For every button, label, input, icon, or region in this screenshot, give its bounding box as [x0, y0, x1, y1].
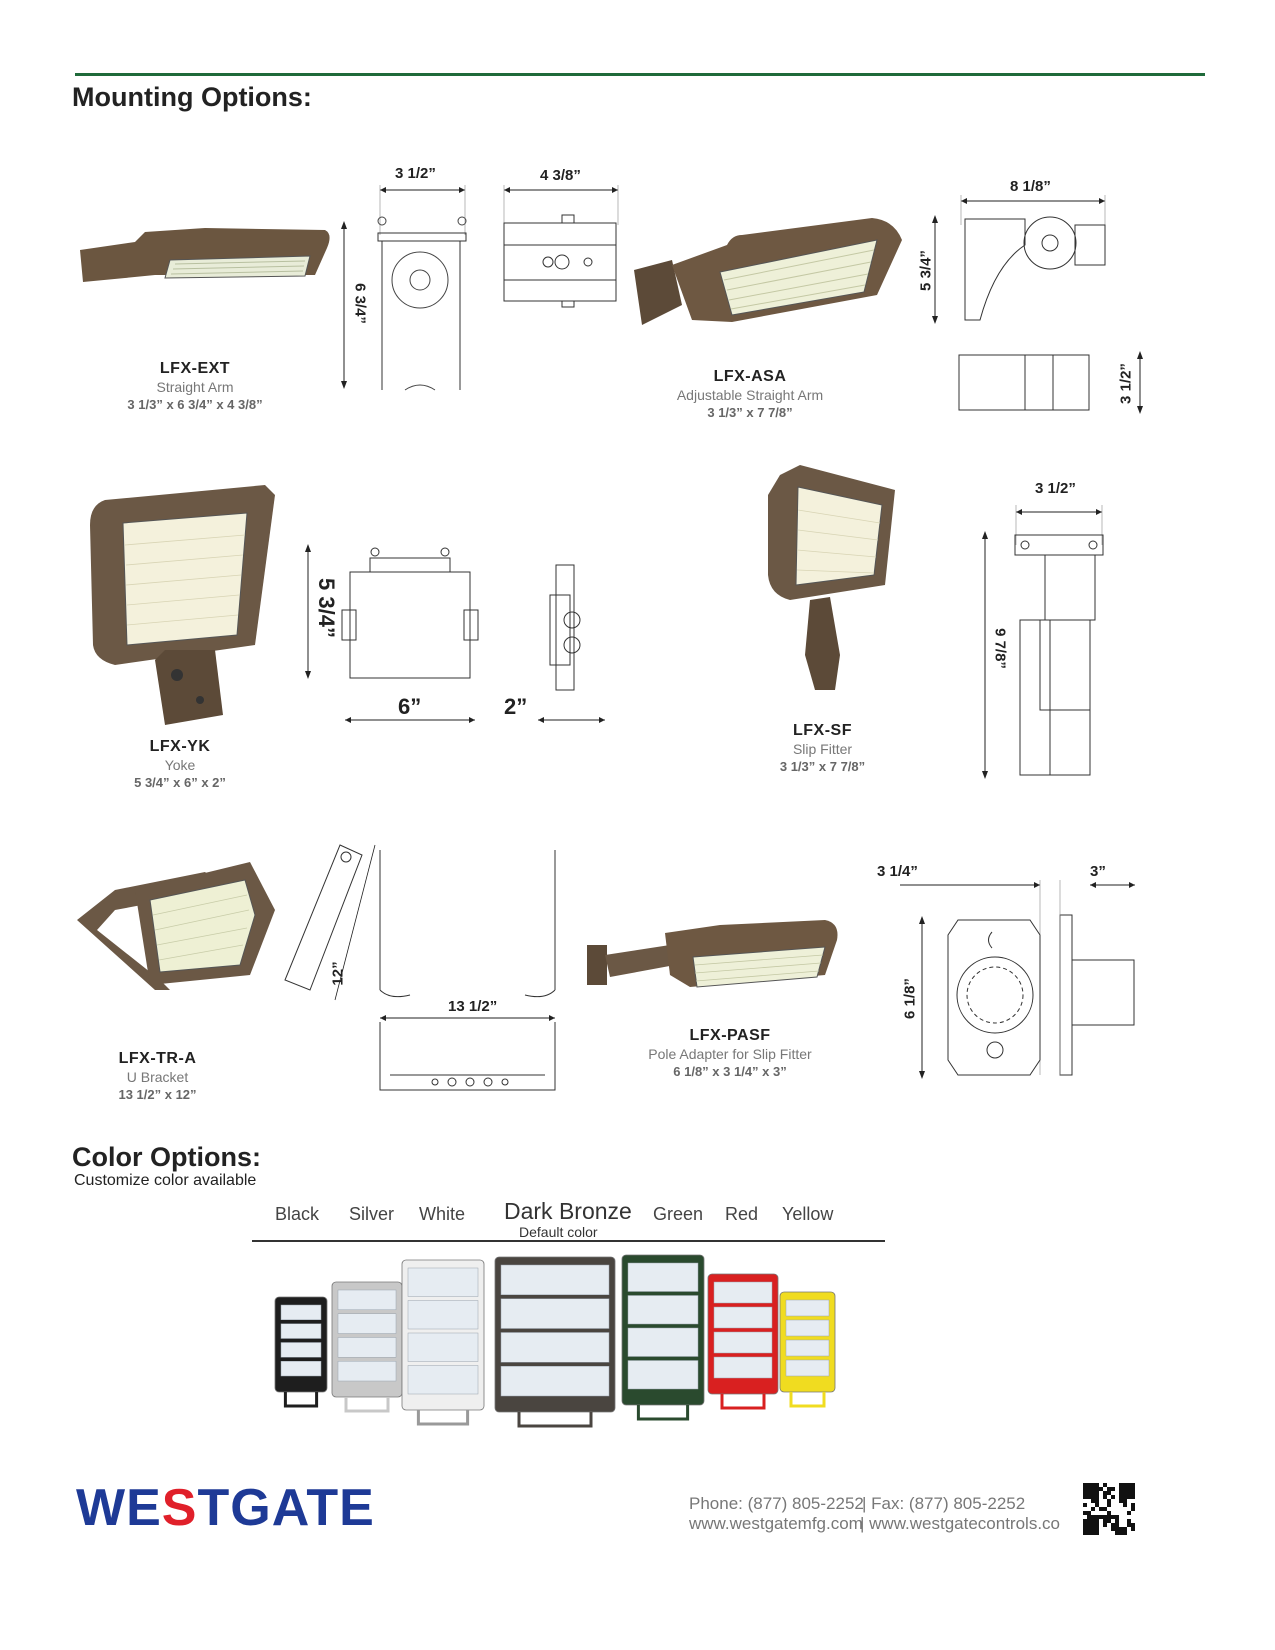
- fixture-silver: [331, 1281, 403, 1413]
- asa-height-dim: 5 3/4”: [917, 250, 935, 291]
- ext-depth-dim: 4 3/8”: [540, 167, 581, 184]
- footer-phone: Phone: (877) 805-2252: [689, 1494, 864, 1513]
- tr-height-dim: 12”: [329, 961, 347, 986]
- desc-label: Yoke: [164, 757, 196, 773]
- desc-label: Slip Fitter: [792, 741, 853, 757]
- sf-width-dim: 3 1/2”: [1035, 480, 1076, 497]
- lfx-tr-a-photo: [77, 862, 275, 990]
- product-lfx-sf: LFX-SF Slip Fitter 3 1/3” x 7 7/8”: [745, 722, 900, 776]
- model-label: LFX-TR-A: [118, 1050, 197, 1067]
- default-color-note: Default color: [519, 1224, 598, 1240]
- lfx-pasf-photo: [587, 920, 838, 988]
- color-rule: [252, 1240, 885, 1242]
- color-fixtures-image: [274, 1254, 836, 1428]
- color-option-black: Black: [275, 1204, 320, 1224]
- lfx-pasf-drawing: [900, 880, 1135, 1079]
- lfx-sf-drawing: [982, 505, 1104, 779]
- tr-width-dim: 13 1/2”: [448, 998, 498, 1015]
- color-subtitle: Customize color available: [74, 1172, 257, 1189]
- size-label: 3 1/3” x 6 3/4” x 4 3/8”: [127, 397, 263, 412]
- pasf-height-dim: 6 1/8”: [901, 978, 919, 1019]
- top-rule: [75, 73, 1205, 76]
- product-lfx-asa: LFX-ASA Adjustable Straight Arm 3 1/3” x…: [660, 368, 840, 422]
- lfx-asa-photo: [634, 218, 902, 325]
- color-option-dark-bronze: Dark Bronze: [504, 1198, 632, 1224]
- color-option-red: Red: [725, 1204, 759, 1224]
- brand-wordmark: WESTGATE: [76, 1479, 375, 1537]
- lfx-yk-photo: [90, 485, 275, 725]
- asa-side-dim: 3 1/2”: [1117, 363, 1135, 404]
- color-title: Color Options:: [72, 1142, 261, 1172]
- product-lfx-pasf: LFX-PASF Pole Adapter for Slip Fitter 6 …: [630, 1027, 830, 1081]
- model-label: LFX-ASA: [713, 368, 787, 385]
- lfx-ext-photo: [80, 228, 330, 282]
- fixture-red: [707, 1273, 779, 1410]
- yk-depth-dim: 2”: [504, 694, 528, 719]
- asa-width-dim: 8 1/8”: [1010, 178, 1051, 195]
- lfx-tr-a-drawing: [284, 844, 556, 1091]
- color-option-green: Green: [653, 1204, 704, 1224]
- footer-fax: | Fax: (877) 805-2252: [862, 1494, 1026, 1513]
- fixture-dark-bronze: [494, 1256, 616, 1428]
- fixture-yellow: [779, 1291, 836, 1408]
- desc-label: Straight Arm: [156, 379, 234, 395]
- fixture-white: [401, 1259, 485, 1426]
- size-label: 6 1/8” x 3 1/4” x 3”: [673, 1064, 787, 1079]
- color-option-yellow: Yellow: [782, 1204, 834, 1224]
- ext-height-dim: 6 3/4”: [351, 283, 369, 324]
- model-label: LFX-PASF: [689, 1027, 771, 1044]
- lfx-yk-drawing: [305, 544, 605, 723]
- mounting-title: Mounting Options:: [72, 82, 312, 112]
- model-label: LFX-SF: [793, 722, 852, 739]
- pasf-depth-dim: 3”: [1090, 863, 1106, 880]
- ext-width-dim: 3 1/2”: [395, 165, 436, 182]
- sf-height-dim: 9 7/8”: [991, 628, 1009, 669]
- product-lfx-yk: LFX-YK Yoke 5 3/4” x 6” x 2”: [100, 738, 260, 792]
- size-label: 13 1/2” x 12”: [118, 1087, 197, 1102]
- model-label: LFX-YK: [149, 738, 211, 755]
- lfx-asa-drawing: [932, 195, 1143, 414]
- desc-label: U Bracket: [126, 1069, 189, 1085]
- desc-label: Pole Adapter for Slip Fitter: [648, 1046, 812, 1062]
- color-option-silver: Silver: [349, 1204, 395, 1224]
- pasf-width-dim: 3 1/4”: [877, 863, 918, 880]
- lfx-ext-front-drawing: [341, 185, 467, 391]
- model-label: LFX-EXT: [159, 360, 231, 377]
- lfx-ext-side-drawing: [503, 185, 619, 308]
- footer-web-controls: | www.westgatecontrols.co: [860, 1514, 1060, 1533]
- qr-code-icon[interactable]: [1083, 1483, 1135, 1535]
- size-label: 3 1/3” x 7 7/8”: [779, 759, 866, 774]
- lfx-sf-photo: [768, 465, 895, 690]
- fixture-black: [274, 1296, 328, 1408]
- product-lfx-ext: LFX-EXT Straight Arm 3 1/3” x 6 3/4” x 4…: [115, 360, 275, 414]
- size-label: 3 1/3” x 7 7/8”: [707, 405, 793, 420]
- color-option-white: White: [419, 1204, 466, 1224]
- size-label: 5 3/4” x 6” x 2”: [134, 775, 226, 790]
- footer-web-mfg: www.westgatemfg.com: [689, 1514, 863, 1533]
- brand-logo: WESTGATE: [76, 1478, 375, 1538]
- desc-label: Adjustable Straight Arm: [676, 387, 824, 403]
- yk-width-dim: 6”: [398, 694, 422, 719]
- yk-height-dim: 5 3/4”: [314, 578, 339, 638]
- product-lfx-tr-a: LFX-TR-A U Bracket 13 1/2” x 12”: [90, 1050, 225, 1104]
- fixture-green: [621, 1254, 705, 1421]
